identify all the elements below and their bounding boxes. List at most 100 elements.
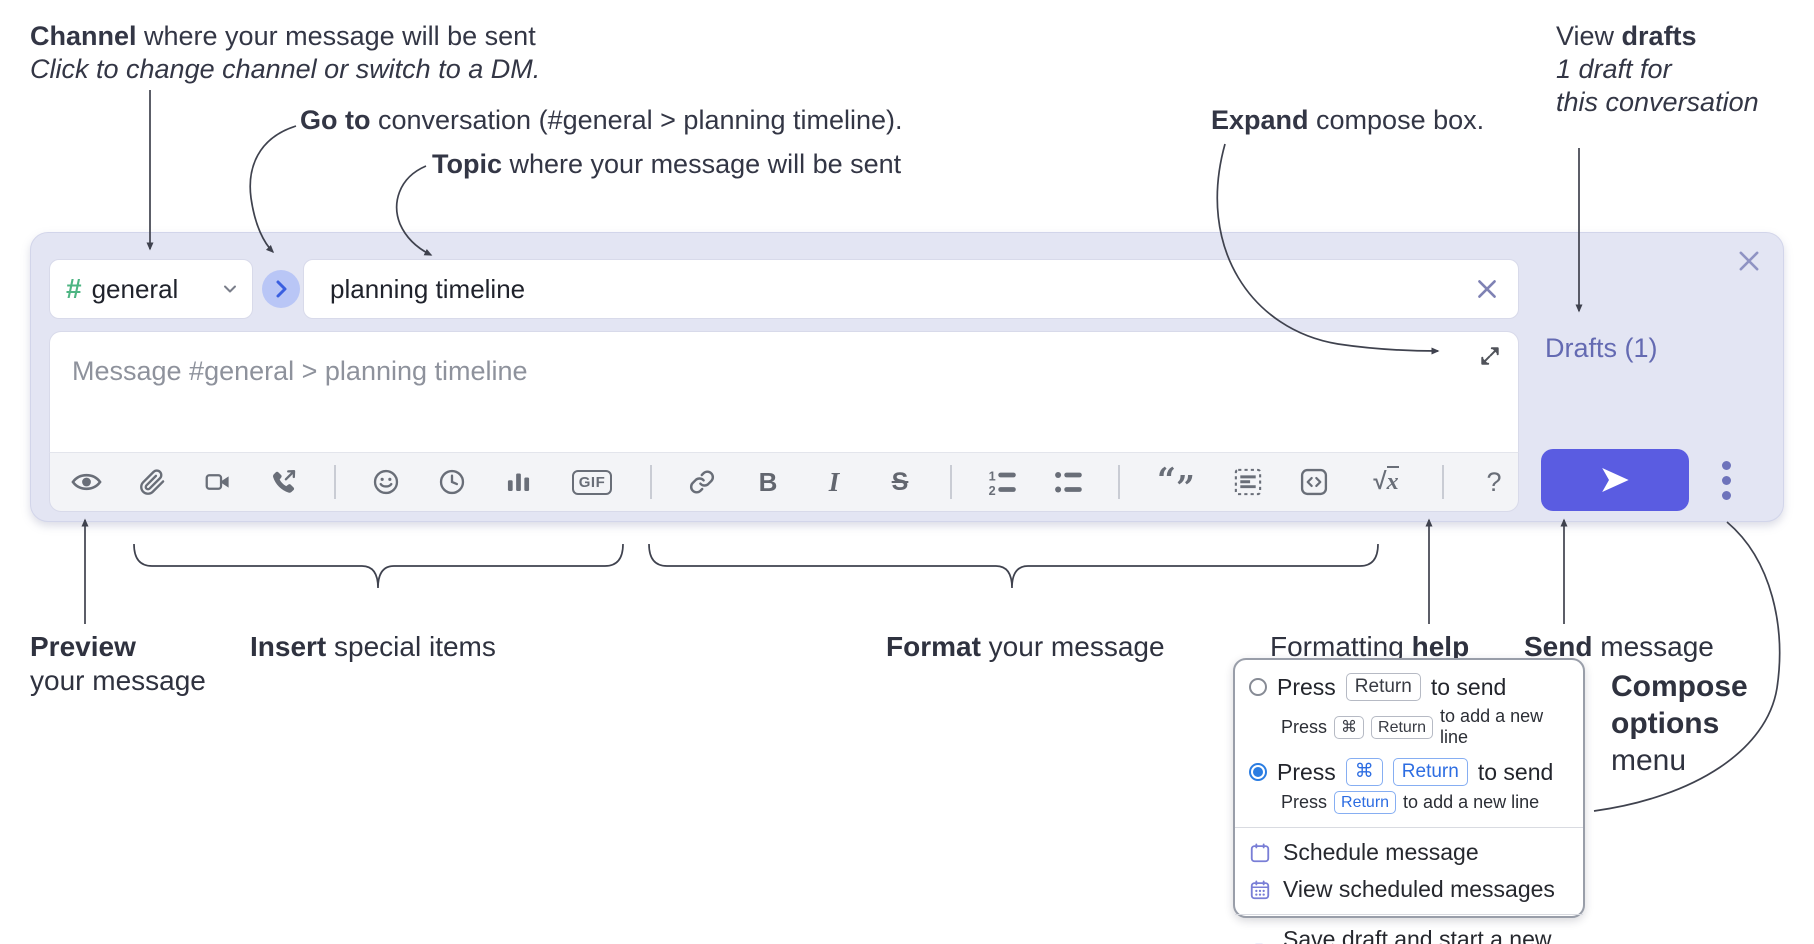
code-block-icon — [1234, 468, 1262, 496]
kbd-return: Return — [1334, 791, 1397, 814]
menu-item-schedule-message[interactable]: Schedule message — [1235, 834, 1583, 871]
schedule-button[interactable] — [436, 459, 468, 505]
close-compose-button[interactable] — [1735, 247, 1763, 275]
menu-option-return-to-send[interactable]: Press Return to send — [1235, 670, 1583, 704]
link-icon — [689, 470, 715, 494]
formula-button[interactable]: √x — [1364, 459, 1408, 505]
poll-button[interactable] — [502, 459, 534, 505]
menu-option-cmd-return-sub: Press Return to add a new line — [1281, 791, 1540, 814]
bar-chart-icon — [507, 473, 529, 491]
bulleted-list-button[interactable] — [1052, 459, 1084, 505]
chevron-right-icon — [276, 280, 287, 298]
inline-code-icon — [1300, 468, 1328, 496]
ellipsis-icon — [1721, 460, 1731, 470]
label-format: Format your message — [886, 631, 1165, 662]
channel-hash-icon: # — [66, 273, 82, 304]
strikethrough-button[interactable]: S — [884, 459, 916, 505]
annotation-goto: Go to conversation (#general > planning … — [300, 105, 903, 135]
label-formatting-help: Formatting help — [1270, 631, 1470, 662]
blockquote-button[interactable]: “” — [1154, 459, 1198, 505]
preview-button[interactable] — [70, 459, 102, 505]
kbd-cmd: ⌘ — [1334, 715, 1365, 739]
channel-name: general — [91, 273, 179, 304]
clock-icon — [439, 469, 465, 495]
option-text: to send — [1477, 758, 1554, 785]
option-text: Press — [1277, 758, 1336, 785]
send-button[interactable] — [1541, 449, 1689, 511]
topic-value: planning timeline — [330, 273, 526, 304]
attach-button[interactable] — [136, 459, 168, 505]
toolbar-divider — [1118, 465, 1120, 499]
annotation-topic: Topic where your message will be sent — [432, 149, 902, 179]
goto-conversation-button[interactable] — [262, 270, 300, 308]
close-icon — [1739, 251, 1759, 271]
menu-divider — [1235, 914, 1583, 915]
label-insert: Insert special items — [250, 631, 496, 662]
gif-icon: GIF — [571, 469, 613, 495]
inline-code-button[interactable] — [1298, 459, 1330, 505]
label-preview: Preview your message — [30, 631, 206, 696]
toolbar-divider — [650, 465, 652, 499]
link-button[interactable] — [686, 459, 718, 505]
ordered-list-icon: 12 — [988, 469, 1016, 496]
radio-unselected-icon[interactable] — [1249, 678, 1267, 696]
menu-item-label: Save draft and start a new message — [1283, 926, 1552, 944]
bulleted-list-icon — [1054, 471, 1082, 493]
chevron-down-icon — [220, 279, 240, 299]
audio-call-button[interactable] — [268, 459, 300, 505]
menu-item-view-scheduled[interactable]: View scheduled messages — [1235, 871, 1583, 908]
help-icon: ? — [1486, 466, 1502, 497]
annotation-channel: Channel where your message will be sent … — [30, 21, 541, 84]
brace-format — [648, 543, 1379, 589]
topic-clear-button[interactable] — [1474, 276, 1500, 302]
menu-option-return-sub: Press ⌘ Return to add a new line — [1281, 706, 1544, 747]
expand-icon — [1481, 347, 1499, 365]
calendar-icon — [1249, 842, 1271, 864]
kbd-return: Return — [1371, 715, 1434, 739]
brace-insert — [133, 543, 624, 589]
blockquote-icon: “” — [1157, 460, 1195, 507]
italic-icon: I — [828, 466, 840, 497]
annotation-view-drafts: View drafts 1 draft for this conversatio… — [1556, 21, 1759, 117]
expand-compose-button[interactable] — [1478, 344, 1502, 368]
toolbar-divider — [334, 465, 336, 499]
toolbar-divider — [1442, 465, 1444, 499]
bold-button[interactable]: B — [752, 459, 784, 505]
formula-icon: √x — [1373, 466, 1399, 495]
emoji-button[interactable] — [370, 459, 402, 505]
gif-button[interactable]: GIF — [568, 459, 616, 505]
drafts-link[interactable]: Drafts (1) — [1545, 333, 1658, 363]
annotation-expand: Expand compose box. — [1211, 105, 1485, 135]
topic-input[interactable]: planning timeline — [303, 259, 1519, 319]
strikethrough-icon: S — [891, 467, 909, 496]
svg-text:1: 1 — [988, 469, 995, 483]
kbd-return: Return — [1345, 673, 1421, 701]
video-camera-icon — [205, 474, 229, 490]
code-block-button[interactable] — [1232, 459, 1264, 505]
paperclip-icon — [139, 468, 164, 495]
eye-icon — [70, 473, 102, 491]
menu-item-label: View scheduled messages — [1283, 876, 1555, 902]
calendar-dots-icon — [1249, 879, 1271, 901]
send-plane-icon — [1602, 468, 1629, 492]
menu-item-save-draft[interactable]: Save draft and start a new message — [1235, 921, 1583, 944]
toolbar-divider — [950, 465, 952, 499]
formatting-help-button[interactable]: ? — [1478, 459, 1510, 505]
italic-button[interactable]: I — [818, 459, 850, 505]
menu-option-cmd-return-to-send[interactable]: Press ⌘ Return to send — [1235, 755, 1583, 789]
compose-panel: # general planning timeline Message #gen… — [30, 232, 1784, 522]
emoji-smiley-icon — [373, 469, 399, 495]
channel-selector[interactable]: # general — [49, 259, 253, 319]
phone-call-icon — [273, 469, 296, 493]
option-text: Press — [1277, 673, 1336, 700]
compose-options-button[interactable] — [1703, 456, 1749, 504]
kbd-cmd: ⌘ — [1345, 758, 1383, 786]
video-clip-button[interactable] — [202, 459, 234, 505]
message-input[interactable]: Message #general > planning timeline — [49, 331, 1519, 452]
message-placeholder: Message #general > planning timeline — [72, 356, 528, 386]
radio-selected-icon[interactable] — [1249, 763, 1267, 781]
annotation-compose-options: Compose options menu — [1611, 670, 1748, 777]
